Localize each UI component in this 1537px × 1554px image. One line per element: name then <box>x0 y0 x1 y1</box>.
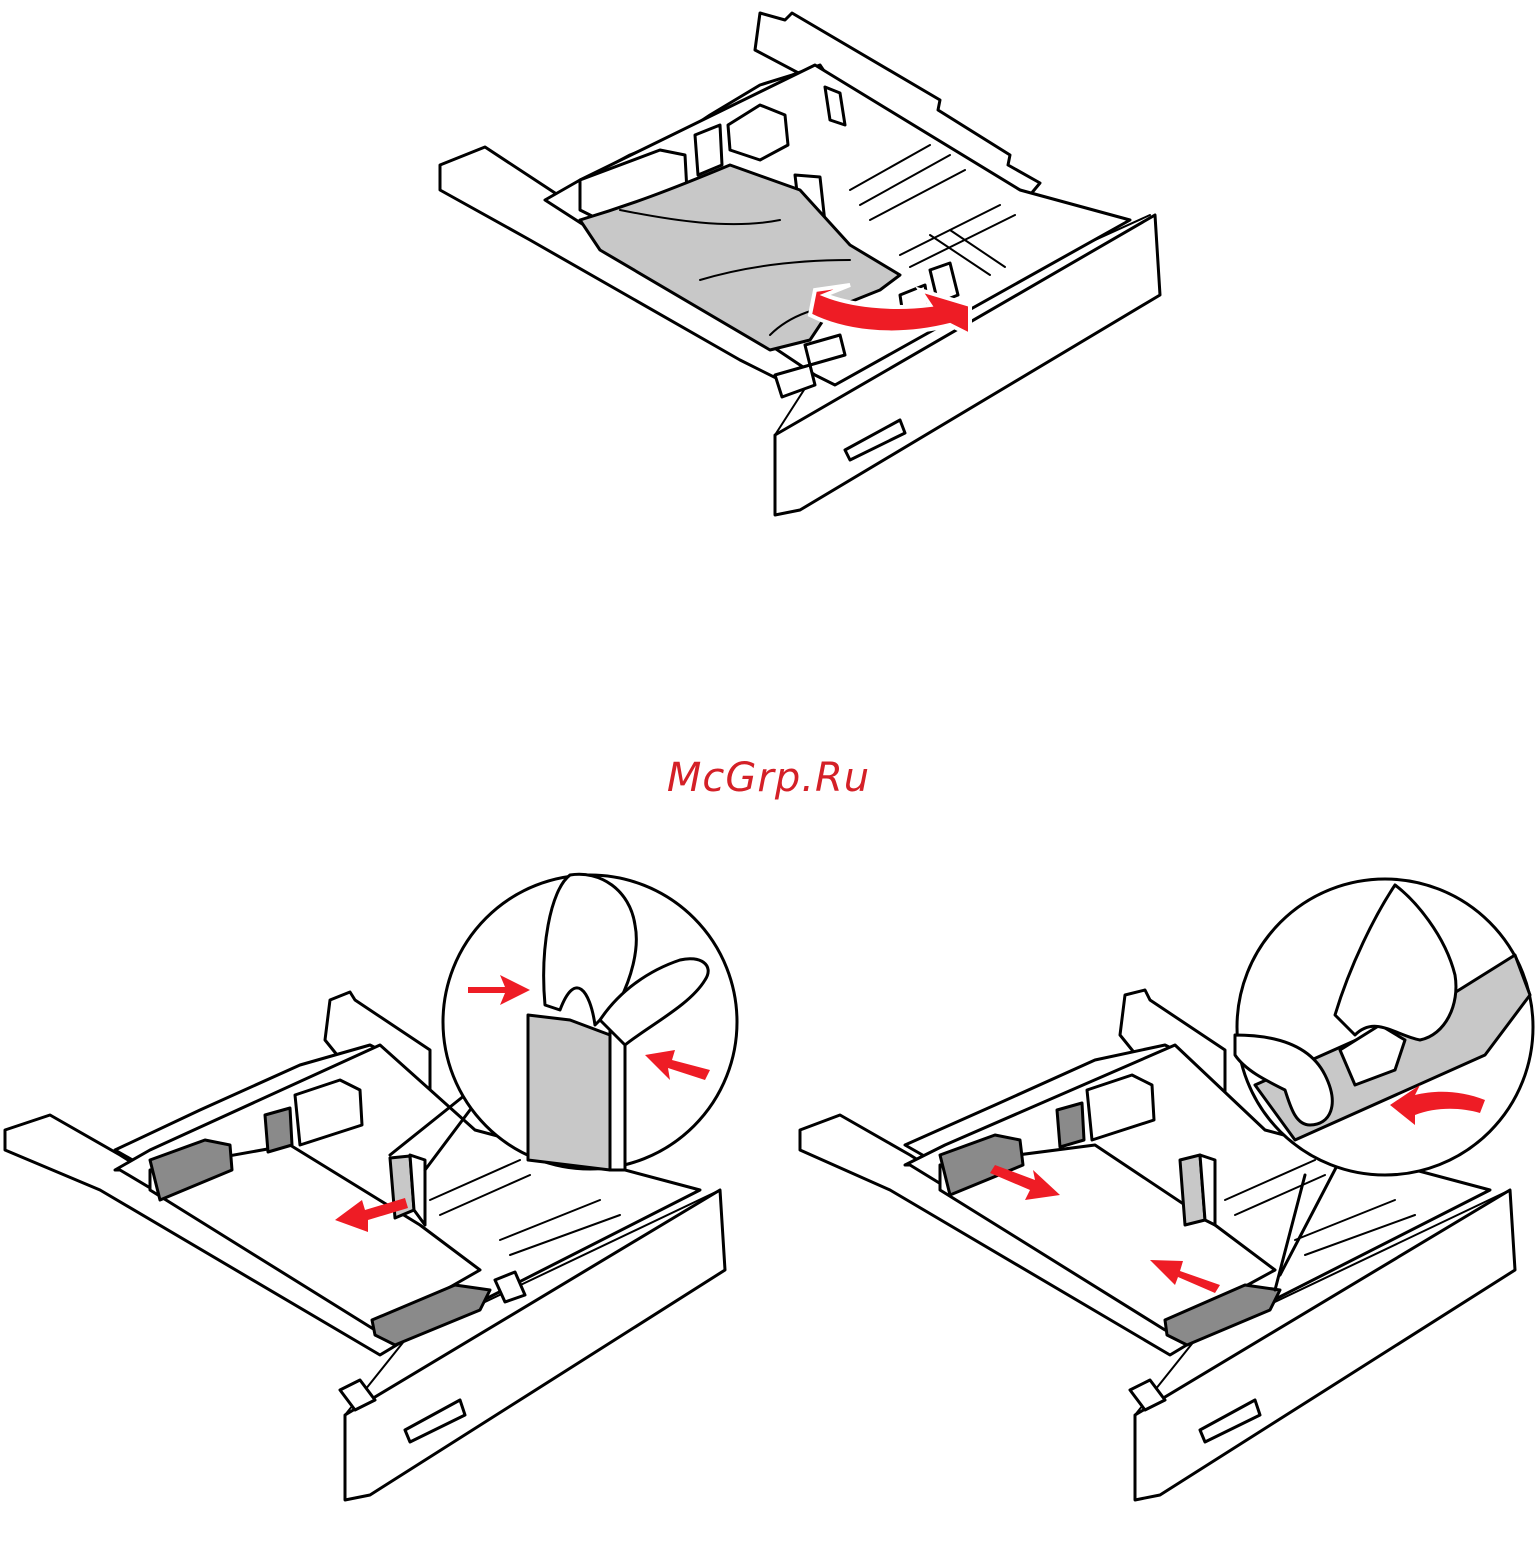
watermark-text: McGrp.Ru <box>0 755 1537 801</box>
paper-tray-icon <box>0 870 745 1550</box>
paper-tray-icon <box>430 5 1170 525</box>
tray-length-guide-figure <box>795 875 1537 1550</box>
tray-width-guide-figure <box>0 870 745 1550</box>
tray-paper-removal-figure <box>430 5 1170 525</box>
paper-tray-icon <box>795 875 1537 1550</box>
